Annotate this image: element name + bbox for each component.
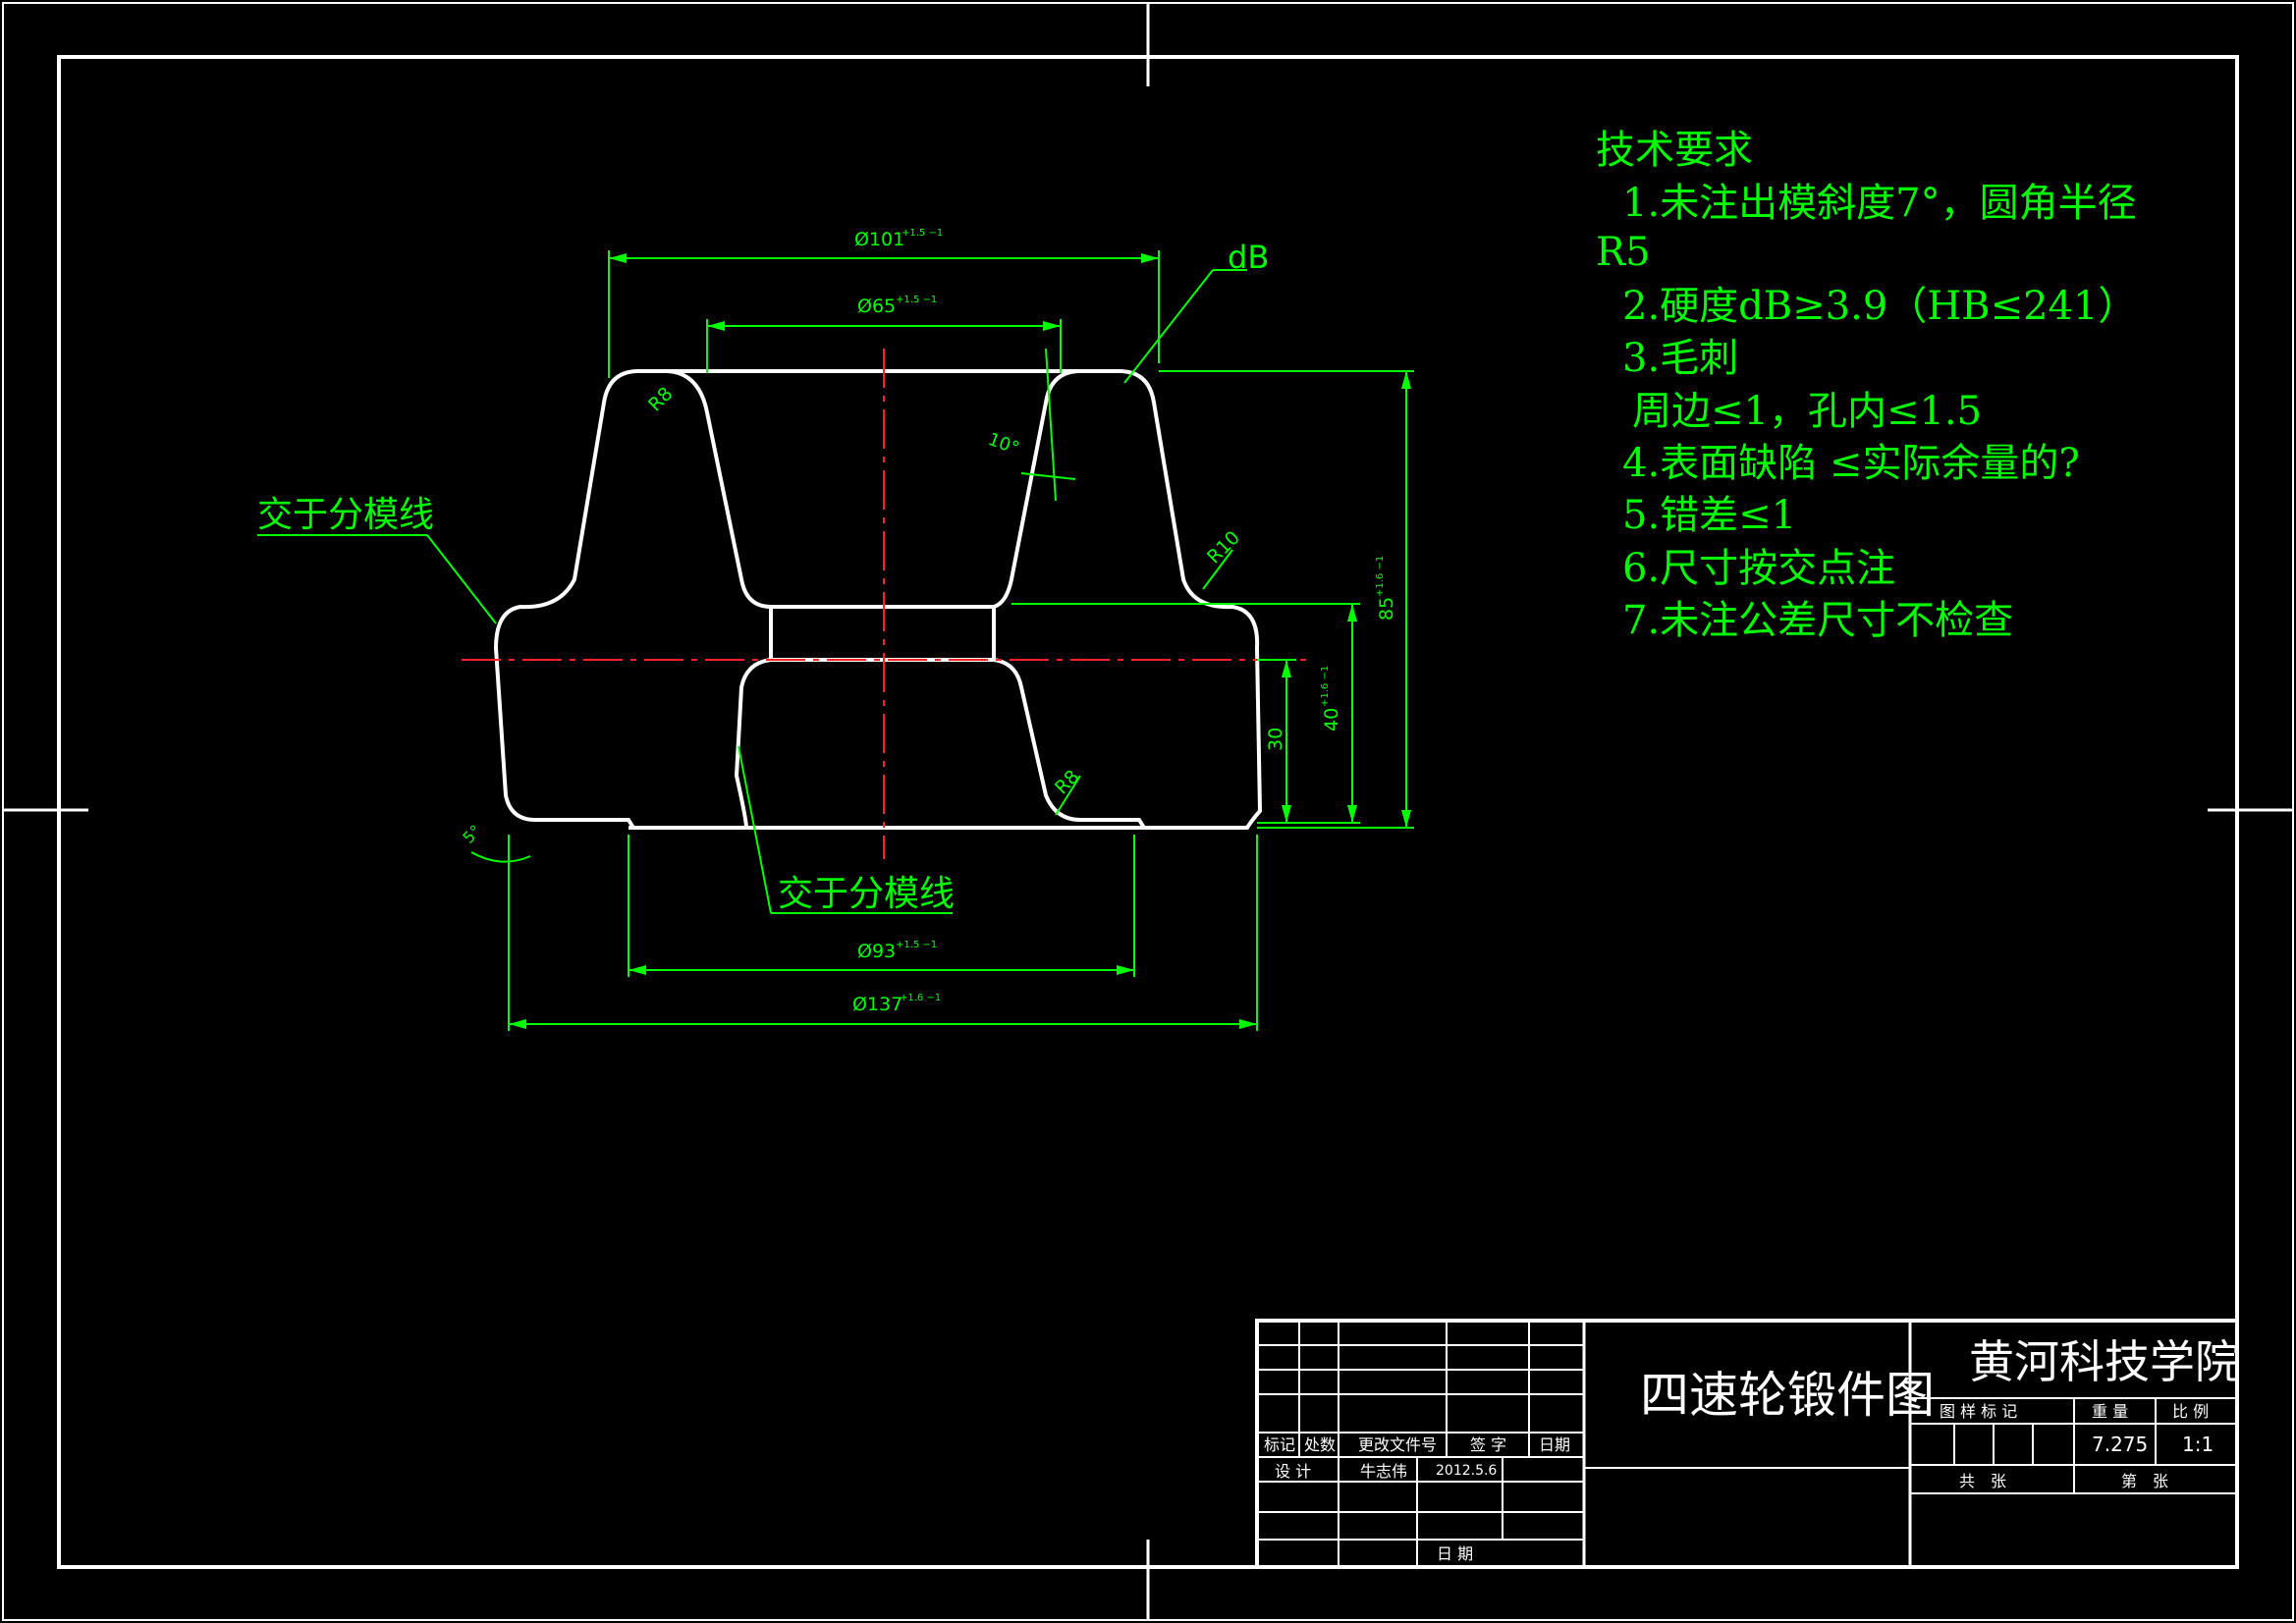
col-mark-label: 标记 [1264, 1435, 1295, 1454]
dim-height-85-tol: +1.6 −1 [1375, 556, 1386, 597]
callout-parting-line-top: 交于分模线 [257, 495, 434, 535]
sample-mark-label: 图 样 标 记 [1940, 1402, 2017, 1421]
left-section [493, 369, 773, 830]
dim-angle-10: 10° [985, 429, 1021, 460]
callout-db: dB [1228, 239, 1269, 276]
dim-dia-101-tol: +1.5 −1 [902, 228, 943, 239]
date-label: 日 期 [1437, 1544, 1473, 1563]
dim-height-85: 85 [1376, 597, 1397, 621]
dimension-texts: Ø101 +1.5 −1 Ø65 +1.5 −1 Ø93 +1.5 −1 Ø13… [257, 228, 1397, 1015]
part-section [493, 369, 1263, 830]
scale-value: 1:1 [2182, 1433, 2214, 1456]
drawing-name: 四速轮锻件图 [1640, 1367, 1935, 1424]
weight-label: 重 量 [2092, 1402, 2128, 1421]
dim-dia-101: Ø101 [854, 229, 904, 250]
requirement-line-3: 3.毛刺 [1622, 336, 1738, 381]
callout-parting-line-bottom: 交于分模线 [778, 874, 955, 914]
center-lines [462, 349, 1311, 859]
requirement-line-4: 4.表面缺陷 ≤实际余量的? [1622, 441, 2080, 486]
requirement-line-2: 2.硬度dB≥3.9（HB≤241） [1622, 284, 2137, 329]
dimension-arrows [509, 253, 1411, 1029]
school-name: 黄河科技学院 [1969, 1335, 2240, 1388]
requirements-title: 技术要求 [1596, 128, 1753, 173]
dim-dia-93: Ø93 [857, 941, 896, 962]
requirement-line-7: 7.未注公差尺寸不检查 [1622, 598, 2013, 643]
design-date: 2012.5.6 [1436, 1463, 1497, 1479]
designer-name: 牛志伟 [1360, 1462, 1407, 1481]
total-sheets-label: 共 张 [1959, 1472, 2006, 1490]
dim-dia-93-tol: +1.5 −1 [896, 940, 937, 950]
col-date-label: 日期 [1539, 1435, 1570, 1454]
title-block: 四速轮锻件图 黄河科技学院 标记 处数 更改文件号 签 字 日期 设 计 牛志伟… [1255, 1319, 2240, 1569]
dim-radius-r8-top: R8 [644, 383, 677, 415]
dim-radius-r8-bottom: R8 [1051, 766, 1083, 798]
dim-dia-137-tol: +1.6 −1 [900, 993, 941, 1003]
requirement-line-6: 6.尺寸按交点注 [1622, 546, 1895, 591]
design-label: 设 计 [1275, 1462, 1311, 1481]
dim-height-40-tol: +1.6 −1 [1320, 666, 1331, 707]
dim-radius-r10: R10 [1203, 527, 1244, 568]
dim-dia-65: Ø65 [857, 296, 896, 317]
scale-label: 比 例 [2172, 1402, 2209, 1421]
dim-angle-5: 5° [459, 822, 484, 847]
requirement-line-5: 5.错差≤1 [1622, 493, 1796, 538]
technical-requirements: 技术要求 1.未注出模斜度7°，圆角半径 R5 2.硬度dB≥3.9（HB≤24… [1596, 128, 2137, 643]
requirement-line-3-cont: 周边≤1，孔内≤1.5 [1632, 389, 1982, 434]
weight-value: 7.275 [2092, 1433, 2148, 1456]
dim-height-30: 30 [1265, 728, 1286, 751]
requirement-line-1-cont: R5 [1596, 230, 1651, 275]
dim-height-40: 40 [1321, 708, 1342, 731]
dim-dia-65-tol: +1.5 −1 [896, 295, 937, 305]
col-sign-label: 签 字 [1470, 1435, 1506, 1454]
col-count-label: 处数 [1304, 1435, 1336, 1454]
col-change-label: 更改文件号 [1358, 1435, 1437, 1454]
sheet-number-label: 第 张 [2121, 1472, 2168, 1490]
dim-dia-137: Ø137 [852, 994, 902, 1015]
requirement-line-1: 1.未注出模斜度7°，圆角半径 [1622, 181, 2137, 226]
dimension-lines [257, 250, 1414, 1031]
right-section [992, 369, 1263, 830]
